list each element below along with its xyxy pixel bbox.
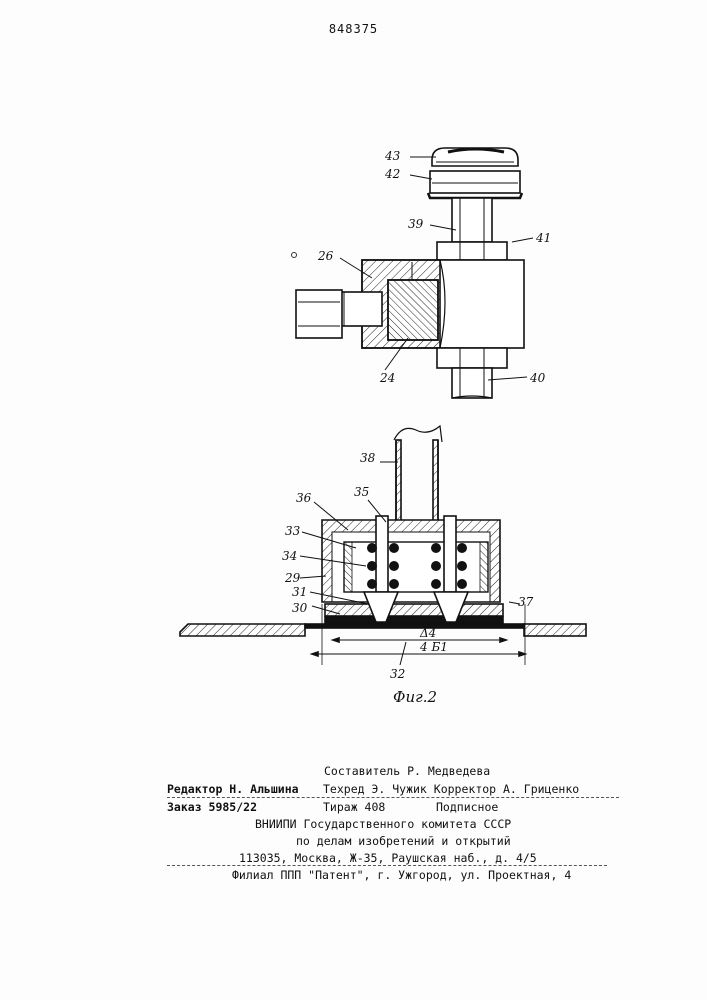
divider bbox=[167, 865, 607, 866]
circulation-line: Тираж 408 bbox=[323, 800, 385, 814]
subscription-line: Подписное bbox=[436, 800, 498, 814]
org-line-1: ВНИИПИ Государственного комитета СССР bbox=[255, 817, 511, 831]
techred-line: Техред Э. Чужик Корректор А. Гриценко bbox=[323, 782, 579, 796]
order-line: Заказ 5985/22 bbox=[167, 800, 257, 814]
compiler-line: Составитель Р. Медведева bbox=[324, 764, 490, 778]
branch-line: Филиал ППП "Патент", г. Ужгород, ул. Про… bbox=[232, 868, 571, 882]
address-line: 113035, Москва, Ж-35, Раушская наб., д. … bbox=[239, 851, 537, 865]
org-line-2: по делам изобретений и открытий bbox=[296, 834, 511, 848]
divider bbox=[167, 797, 619, 798]
editor-line: Редактор Н. Альшина bbox=[167, 782, 299, 796]
